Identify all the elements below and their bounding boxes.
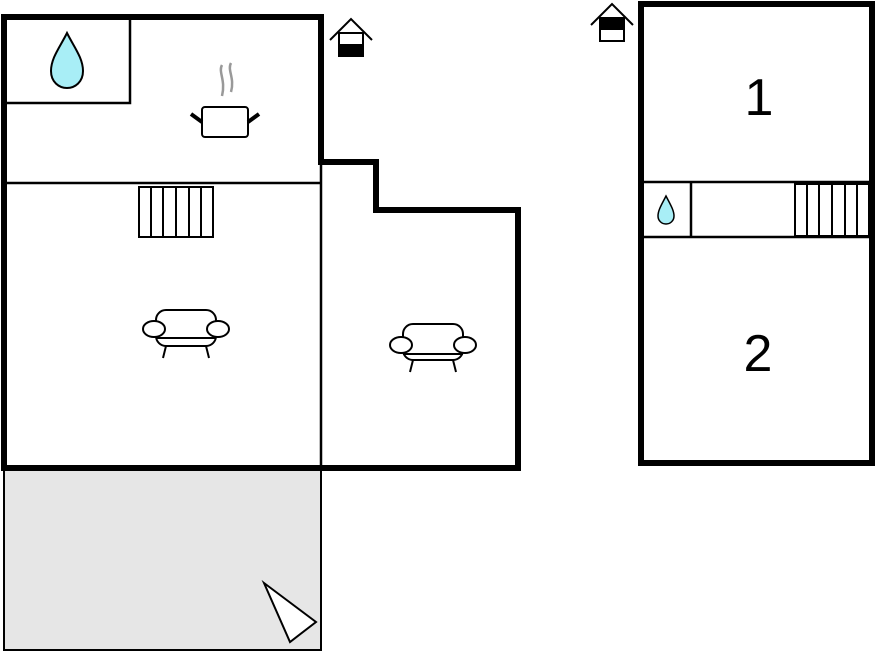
room-label-1: 1 [745,69,774,127]
upper-floor-outer-wall [638,1,875,466]
cooking-pot-icon [189,62,261,138]
terrace [3,467,322,651]
sofa-icon [142,309,230,359]
ground-floor [1,14,521,471]
water-drop-icon [657,194,675,225]
room-label-2: 2 [744,325,773,383]
house-ground-floor-icon [329,17,373,57]
ground-floor-outer-wall [1,14,521,471]
sofa-icon [389,323,477,373]
stairs-icon [138,186,214,238]
water-drop-icon [49,30,85,90]
compass-arrow-icon [261,579,318,644]
upper-floor: 1 2 [590,1,875,466]
stairs-icon [794,183,870,237]
house-upper-floor-icon [590,2,634,42]
